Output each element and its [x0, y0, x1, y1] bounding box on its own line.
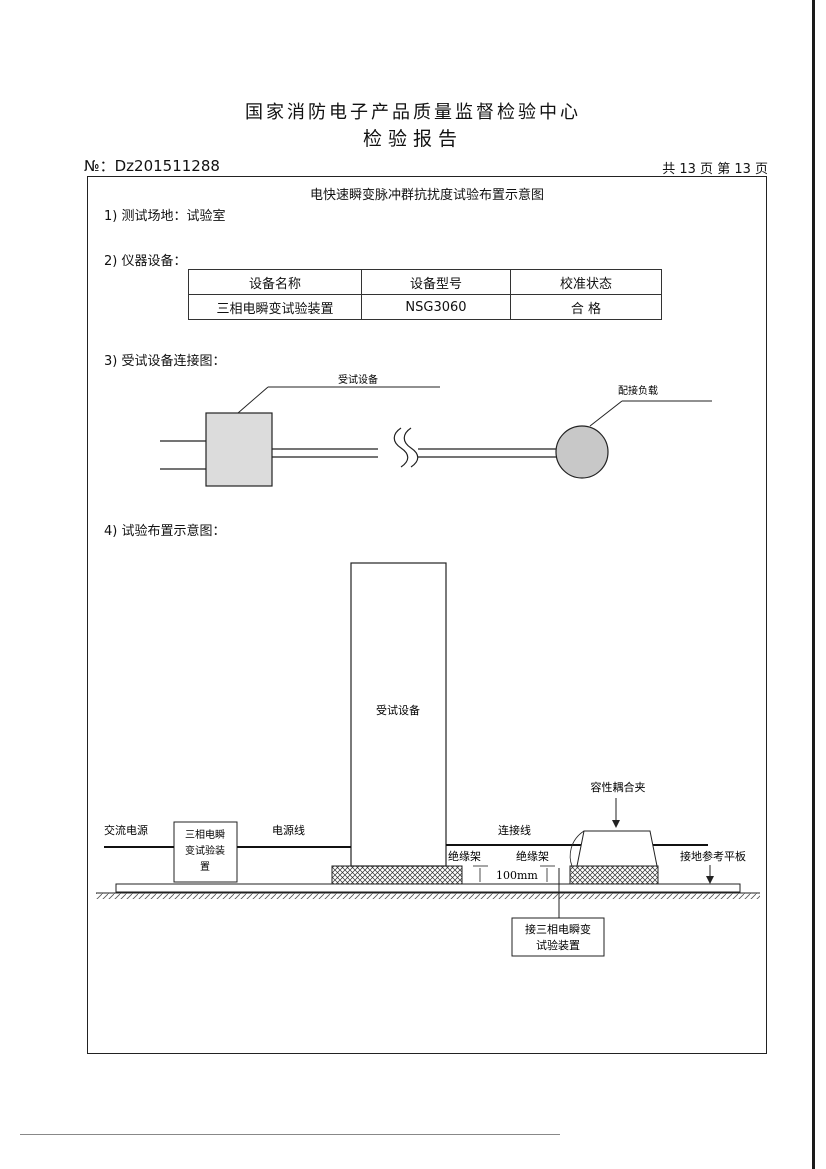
coupling-clamp: [576, 830, 658, 867]
connect-generator-line1: 接三相电瞬变: [525, 922, 591, 936]
bottom-rule: [20, 1134, 560, 1135]
ground-plane-label: 接地参考平板: [680, 849, 746, 863]
floor-hatch: [96, 893, 760, 899]
report-number: №：Dz201511288: [84, 157, 220, 175]
load-circle: [555, 425, 609, 479]
eut-cabinet: [350, 562, 447, 867]
cell-equipment-name: 三相电瞬变试验装置: [188, 294, 362, 320]
break-symbol-2: [403, 427, 419, 468]
layout-diagram: 受试设备 三相电瞬 变试验装 置 交流电源 电源线 连接线 容性耦合夹 绝缘架 …: [96, 562, 760, 957]
insulator-block-clamp: [569, 865, 659, 885]
org-name: 国家消防电子产品质量监督检验中心: [245, 102, 581, 123]
connect-line-label: 连接线: [498, 823, 531, 837]
load-label: 配接负载: [618, 384, 658, 397]
col-header-model: 设备型号: [361, 269, 511, 295]
section-connection-diagram: 3) 受试设备连接图：: [104, 354, 226, 369]
generator-label-line2: 变试验装: [185, 844, 225, 857]
section-layout-diagram: 4) 试验布置示意图：: [104, 524, 226, 539]
coupling-clamp-label: 容性耦合夹: [591, 780, 646, 794]
clamp-arrow-head: [612, 820, 620, 828]
insulator-block-eut: [331, 865, 463, 885]
layout-eut-label: 受试设备: [376, 703, 420, 717]
table-row: 三相电瞬变试验装置 NSG3060 合 格: [188, 294, 662, 320]
generator-label-line1: 三相电瞬: [185, 828, 225, 841]
equipment-table: 设备名称 设备型号 校准状态 三相电瞬变试验装置 NSG3060 合 格: [188, 269, 662, 320]
eut-leader: [237, 386, 269, 414]
insulator-label-1: 绝缘架: [448, 849, 481, 863]
clamp-wire: [569, 830, 585, 867]
report-title: 检验报告: [362, 128, 463, 150]
page-count: 共 13 页 第 13 页: [662, 162, 768, 177]
insulator-label-2: 绝缘架: [516, 849, 549, 863]
col-header-calibration: 校准状态: [510, 269, 662, 295]
ac-power-label: 交流电源: [104, 823, 148, 837]
page-edge: [812, 0, 815, 1169]
connect-generator-box: [511, 917, 605, 957]
generator-label-line3: 置: [200, 861, 210, 873]
connect-generator-line2: 试验装置: [536, 938, 580, 952]
generator-box: [173, 821, 238, 883]
load-leader: [589, 400, 623, 427]
ground-arrow-head: [706, 876, 714, 884]
height-label: 100mm: [496, 869, 538, 882]
cell-calibration-status: 合 格: [510, 294, 662, 320]
cell-equipment-model: NSG3060: [361, 294, 511, 320]
section-instruments: 2) 仪器设备：: [104, 254, 187, 269]
power-line-label: 电源线: [272, 823, 305, 837]
section-test-site: 1) 测试场地：试验室: [104, 209, 226, 224]
report-frame: [87, 176, 767, 1054]
sheet-title: 电快速瞬变脉冲群抗扰度试验布置示意图: [309, 188, 544, 203]
eut-box: [205, 412, 273, 487]
eut-label: 受试设备: [338, 373, 378, 386]
break-symbol-1: [393, 427, 409, 468]
connection-diagram: 受试设备 配接负载: [160, 373, 712, 487]
ground-plane-plate: [115, 883, 741, 893]
